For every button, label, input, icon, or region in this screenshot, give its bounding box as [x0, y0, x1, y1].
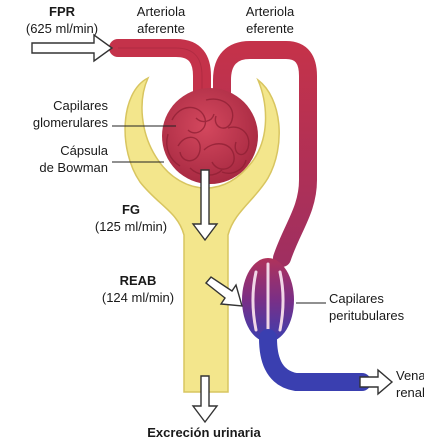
fg-arrow: [191, 169, 219, 242]
reab-arrow: [205, 276, 243, 307]
reab-value: (124 ml/min): [102, 290, 174, 305]
afferent-label-line1: Arteriola: [137, 4, 186, 19]
excrecion-label: Excreción urinaria: [147, 425, 261, 440]
vena-renal-arrow: [359, 368, 394, 396]
glomerulus: [162, 88, 258, 184]
fpr-value: (625 ml/min): [26, 21, 98, 36]
flow-arrows: [31, 33, 394, 424]
fg-value: (125 ml/min): [95, 219, 167, 234]
fpr-arrow: [31, 33, 114, 63]
glomerulus-body: [162, 88, 258, 184]
fpr-title: FPR: [49, 4, 76, 19]
leader-lines: [112, 125, 326, 304]
bowman-label-line1: Cápsula: [60, 143, 108, 158]
labels: FPR (625 ml/min) Arteriola aferente Arte…: [26, 4, 424, 440]
peritubular-label-line2: peritubulares: [329, 308, 405, 323]
bowman-label-line2: de Bowman: [39, 160, 108, 175]
reab-title: REAB: [120, 273, 157, 288]
glomerular-label-line2: glomerulares: [33, 115, 109, 130]
efferent-arteriole: [213, 41, 317, 267]
afferent-label-line2: aferente: [137, 21, 185, 36]
renal-vein: [259, 329, 371, 391]
glomerular-label-line1: Capilares: [53, 98, 108, 113]
fg-title: FG: [122, 202, 140, 217]
excrecion-arrow: [191, 375, 219, 424]
efferent-label-line2: eferente: [246, 21, 294, 36]
peritubular-capillaries: [242, 258, 294, 342]
peritubular-label-line1: Capilares: [329, 291, 384, 306]
vena-renal-label-line1: Vena: [396, 368, 424, 383]
afferent-arteriole: [109, 39, 211, 109]
vena-renal-label-line2: renal: [396, 385, 424, 400]
efferent-label-line1: Arteriola: [246, 4, 295, 19]
